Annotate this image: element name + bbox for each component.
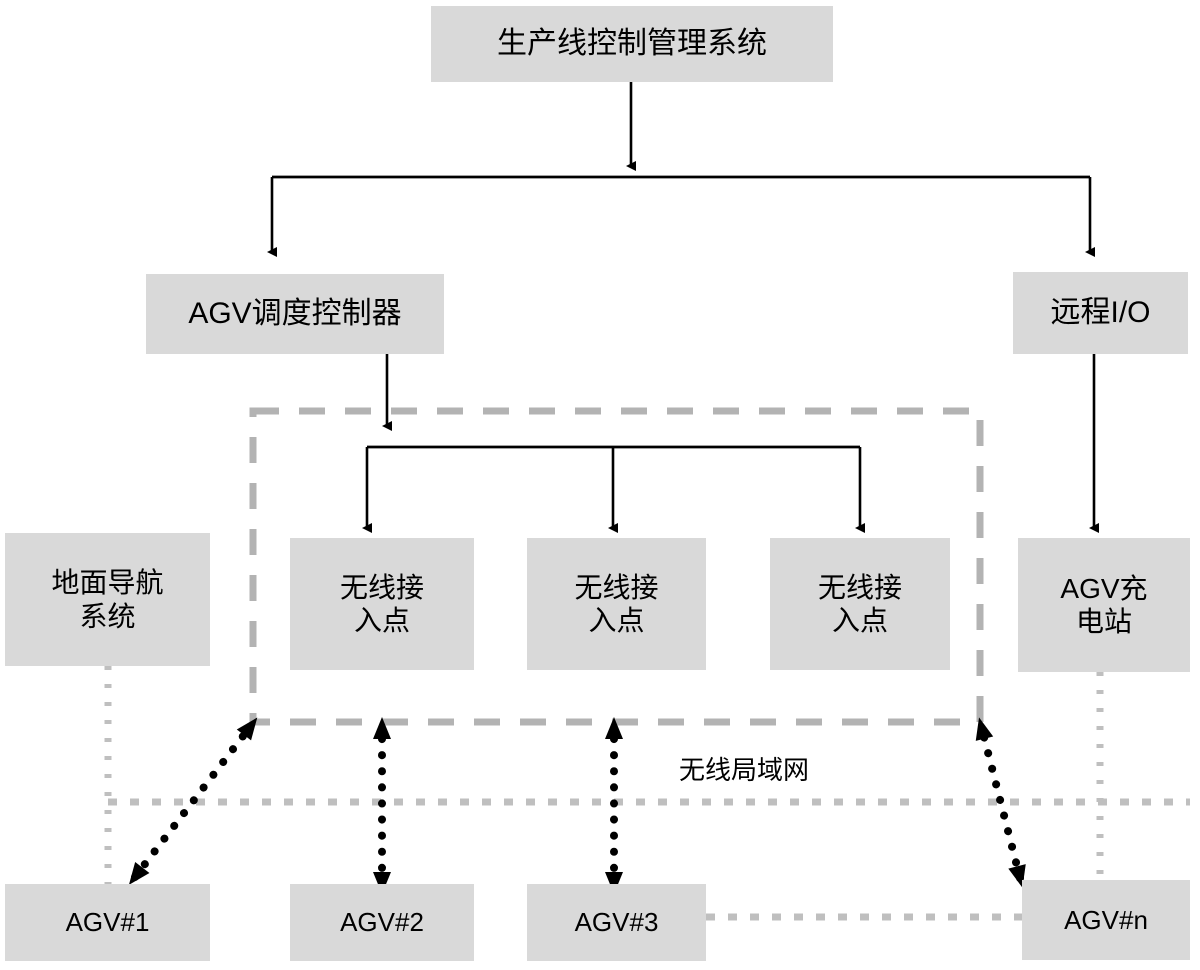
- node-top-system[interactable]: 生产线控制管理系统: [431, 6, 833, 82]
- node-agv-2[interactable]: AGV#2: [290, 884, 474, 961]
- node-agv-scheduler[interactable]: AGV调度控制器: [146, 274, 444, 354]
- node-wireless-access-point-1[interactable]: 无线接 入点: [290, 538, 474, 670]
- wireless-link-agv1: [128, 717, 258, 885]
- wlan-label: 无线局域网: [679, 755, 810, 785]
- node-remote-io[interactable]: 远程I/O: [1013, 272, 1188, 354]
- node-agv-1[interactable]: AGV#1: [5, 884, 210, 961]
- node-wireless-access-point-2[interactable]: 无线接 入点: [527, 538, 706, 670]
- connector-top-to-bus: [267, 82, 1095, 257]
- node-agv-charging-station[interactable]: AGV充 电站: [1018, 538, 1190, 672]
- node-agv-n[interactable]: AGV#n: [1022, 880, 1190, 960]
- node-agv-3[interactable]: AGV#3: [527, 884, 706, 961]
- node-ground-navigation-system[interactable]: 地面导航 系统: [5, 533, 210, 666]
- wireless-link-agvn: [975, 717, 1026, 888]
- connector-scheduler-to-aps: [362, 354, 865, 533]
- node-wireless-access-point-3[interactable]: 无线接 入点: [770, 538, 950, 670]
